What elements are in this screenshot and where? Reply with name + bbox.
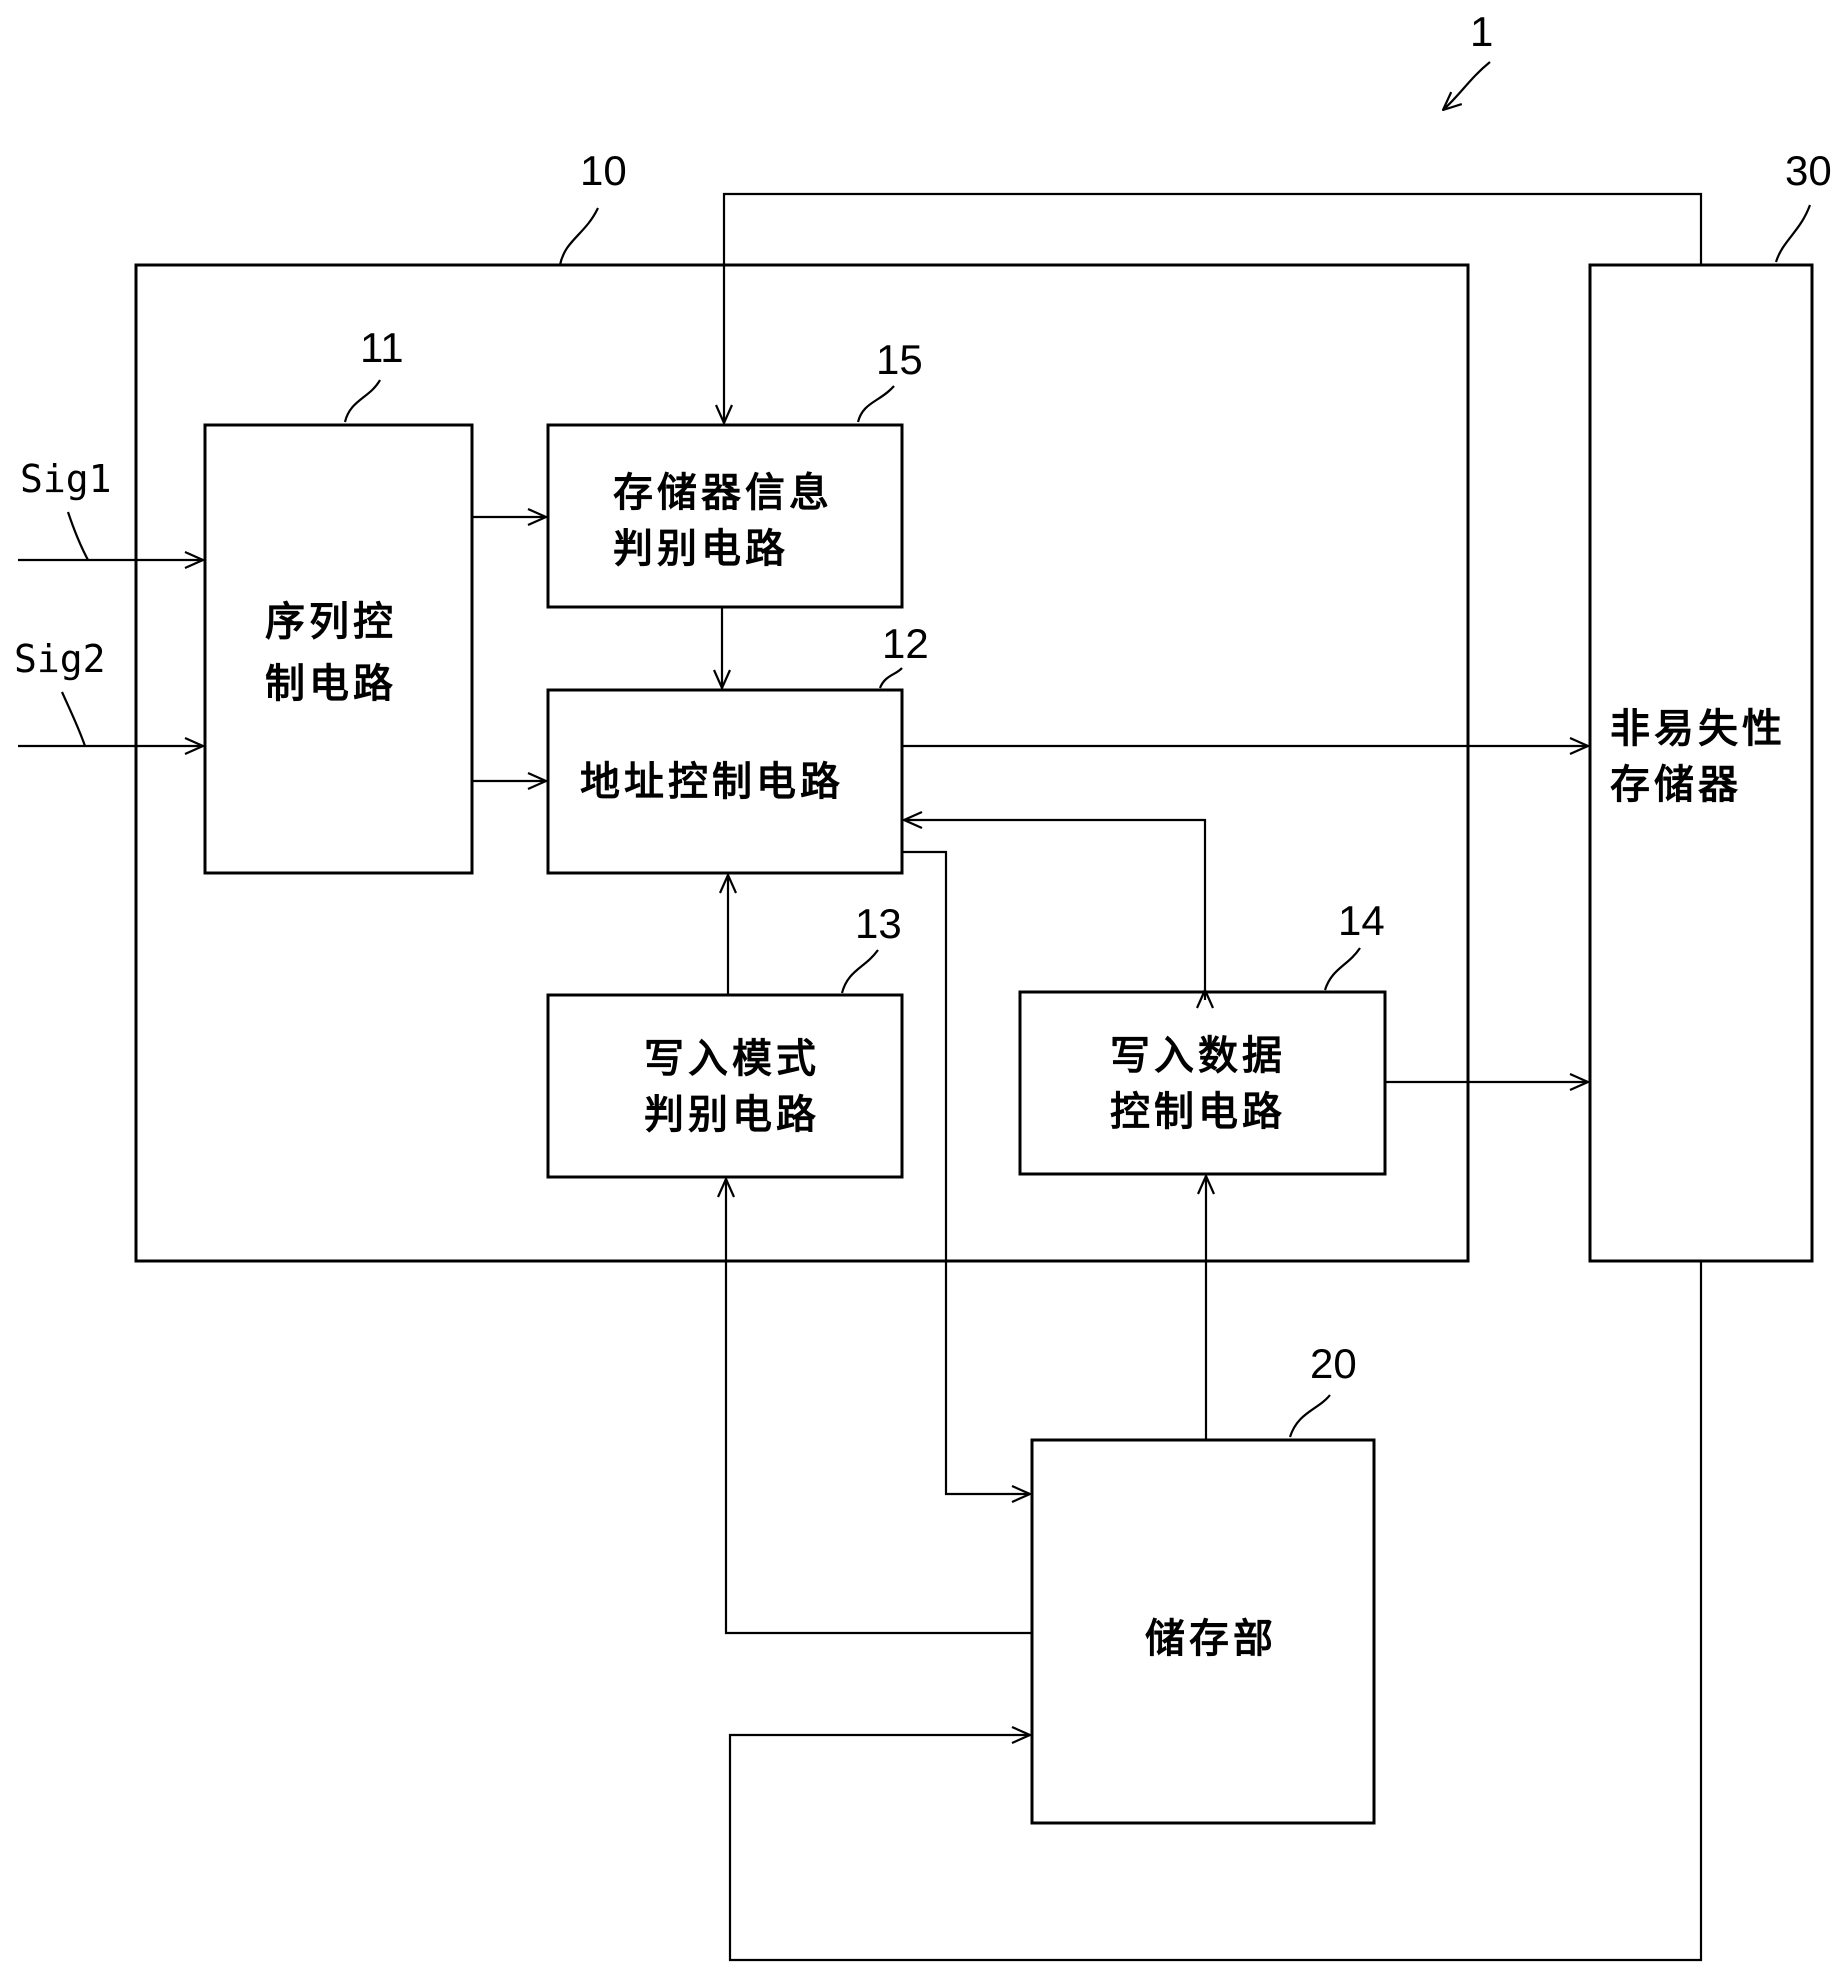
controller-ref-leader: [558, 207, 599, 266]
system-ref-label: 1: [1470, 8, 1493, 55]
storage-ref-leader: [1288, 1394, 1331, 1438]
mem-info-ref-label: 15: [876, 336, 923, 383]
nonvolatile-memory-block: [1588, 263, 1814, 1263]
write-data-control-circuit: [1018, 990, 1387, 1176]
write-data-label-line2: 控制电路: [1110, 1089, 1286, 1135]
write-mode-ref-leader: [840, 949, 879, 994]
write-mode-label-line2: 判别电路: [644, 1092, 820, 1138]
addr-ctrl-ref-leader: [878, 667, 903, 689]
mem-info-label-line2: 判别电路: [613, 526, 789, 572]
nvm-ref-leader: [1774, 204, 1812, 263]
mem-info-ref-leader: [856, 385, 895, 423]
storage-label: 储存部: [1145, 1616, 1277, 1662]
sig1-leader: [66, 511, 89, 561]
write-mode-ref-label: 13: [855, 900, 902, 947]
write-mode-discrimination-circuit: [546, 993, 904, 1179]
sig2-leader: [60, 691, 87, 747]
addr-ctrl-ref-label: 12: [882, 620, 929, 667]
nvm-to-meminfo-line: [724, 192, 1703, 423]
storage-to-writemode-line: [726, 1179, 1032, 1635]
seq-ctrl-ref-leader: [343, 379, 381, 423]
system-ref-arrow: [1443, 61, 1491, 110]
write-data-ref-label: 14: [1338, 897, 1385, 944]
controller-ref-label: 10: [580, 147, 627, 194]
write-mode-label-line1: 写入模式: [644, 1036, 820, 1082]
write-data-ref-leader: [1323, 947, 1361, 991]
nvm-label-line2: 存储器: [1610, 762, 1742, 808]
storage-unit: [1030, 1438, 1376, 1825]
addr-to-storage-line: [902, 850, 1030, 1494]
mem-info-label-line1: 存储器信息: [613, 470, 833, 516]
memory-info-discrimination-circuit: [546, 423, 904, 609]
sig1-label: Sig1: [20, 457, 112, 501]
address-control-circuit: [546, 688, 904, 875]
seq-ctrl-ref-label: 11: [360, 324, 404, 371]
storage-ref-label: 20: [1310, 1340, 1357, 1387]
sequence-control-circuit: [203, 423, 474, 875]
nvm-to-storage-line: [728, 1261, 1703, 1962]
seq-ctrl-label-line2: 制电路: [265, 661, 397, 707]
nvm-label-line1: 非易失性: [1610, 706, 1786, 752]
addr-ctrl-label: 地址控制电路: [580, 759, 844, 805]
nvm-ref-label: 30: [1785, 147, 1832, 194]
seq-ctrl-label-line1: 序列控: [265, 599, 397, 645]
sig2-label: Sig2: [14, 637, 106, 681]
addr-writedata-bidir-line: [904, 820, 1207, 990]
write-data-label-line1: 写入数据: [1110, 1033, 1286, 1079]
